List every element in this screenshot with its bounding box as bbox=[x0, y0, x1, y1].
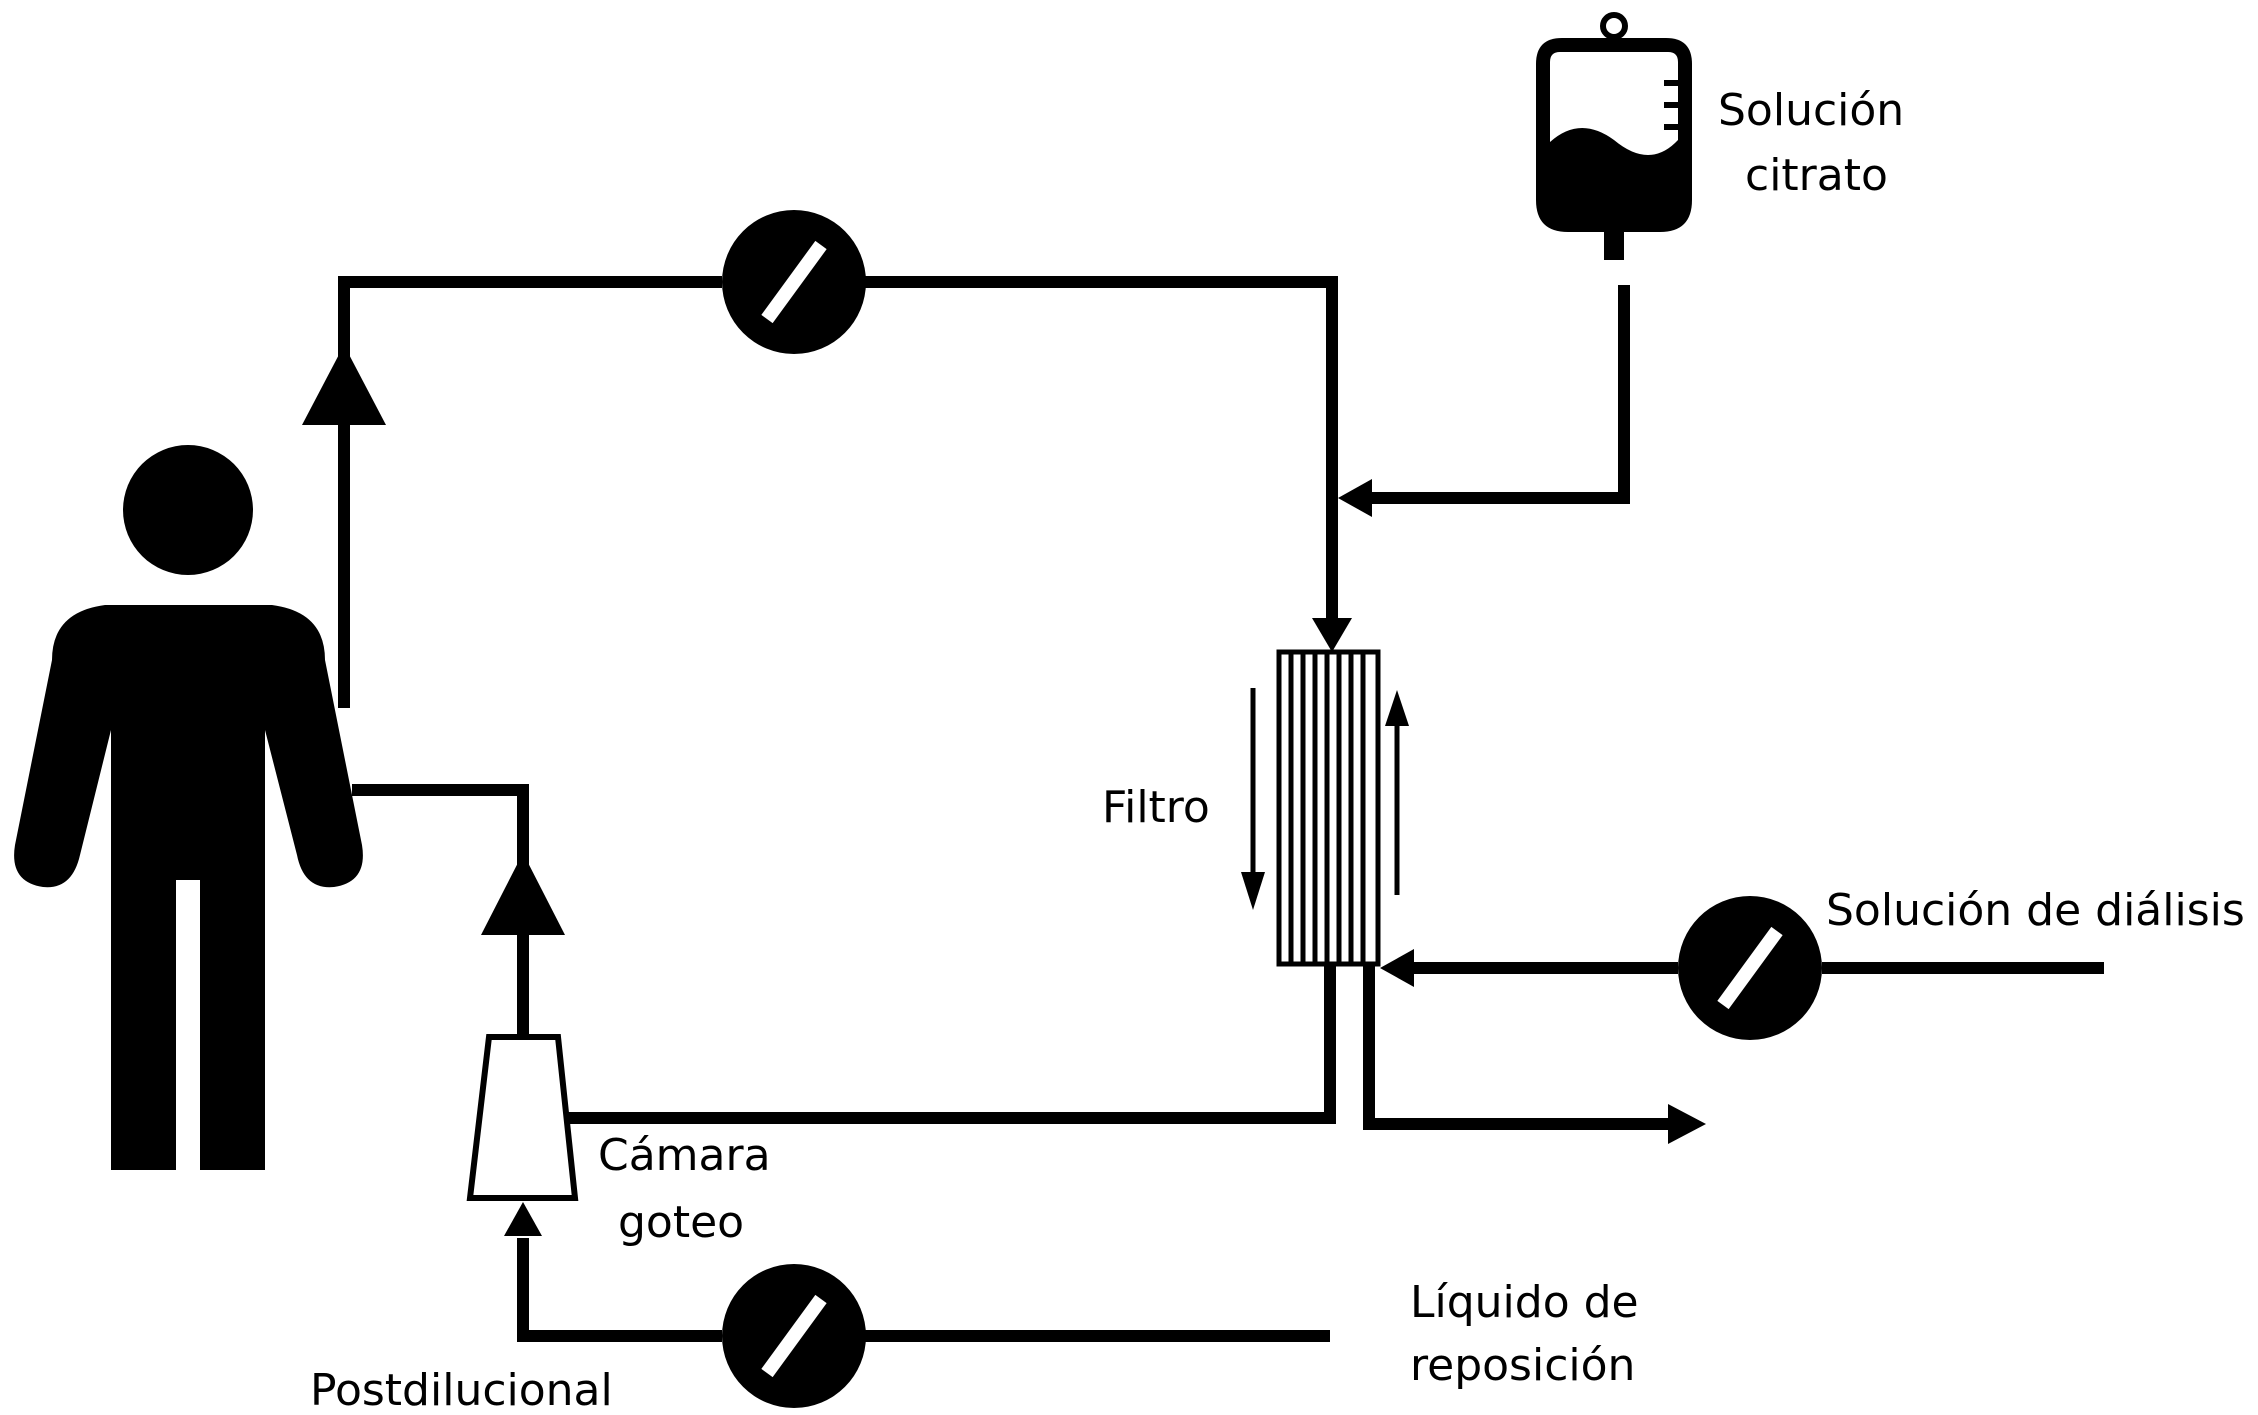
iv-bag-icon bbox=[1536, 12, 1692, 260]
citrate-line bbox=[1360, 285, 1630, 504]
person-icon bbox=[14, 445, 363, 1170]
postdilutional-label: Postdilucional bbox=[310, 1365, 613, 1415]
dialysate-inlet-arrow bbox=[1380, 949, 1414, 987]
replacement-fluid-label-line1: Líquido de bbox=[1410, 1277, 1639, 1328]
blood-flow-down-arrow-head bbox=[1241, 872, 1265, 910]
drip-chamber-icon bbox=[466, 1034, 579, 1201]
venous-to-patient-line bbox=[352, 784, 529, 1040]
citrate-label-line2: citrato bbox=[1745, 150, 1888, 201]
dialysate-flow-up-arrow-head bbox=[1385, 690, 1409, 726]
filter-inlet-arrow bbox=[1312, 618, 1352, 652]
pump-icon bbox=[1678, 896, 1822, 1040]
venous-return-line bbox=[568, 964, 1336, 1124]
citrate-label-line1: Solución bbox=[1718, 85, 1904, 136]
replacement-fluid-label-line2: reposición bbox=[1410, 1340, 1635, 1391]
pump-icon bbox=[722, 210, 866, 354]
effluent-line bbox=[1363, 964, 1670, 1130]
filter-label: Filtro bbox=[1102, 782, 1210, 833]
filter-icon bbox=[1276, 649, 1381, 967]
arterial-flow-arrow bbox=[302, 345, 386, 425]
arterial-line bbox=[338, 276, 1338, 708]
replacement-inlet-arrow bbox=[504, 1202, 542, 1236]
pump-icon bbox=[722, 1264, 866, 1408]
drip-chamber-label-line1: Cámara bbox=[598, 1130, 771, 1181]
drip-chamber-label-line2: goteo bbox=[618, 1197, 744, 1248]
effluent-arrow bbox=[1668, 1104, 1706, 1144]
dialysis-solution-label: Solución de diálisis bbox=[1826, 885, 2245, 936]
replacement-to-chamber-line bbox=[517, 1238, 722, 1342]
venous-flow-arrow bbox=[481, 853, 565, 935]
citrate-inlet-arrow bbox=[1338, 479, 1372, 517]
